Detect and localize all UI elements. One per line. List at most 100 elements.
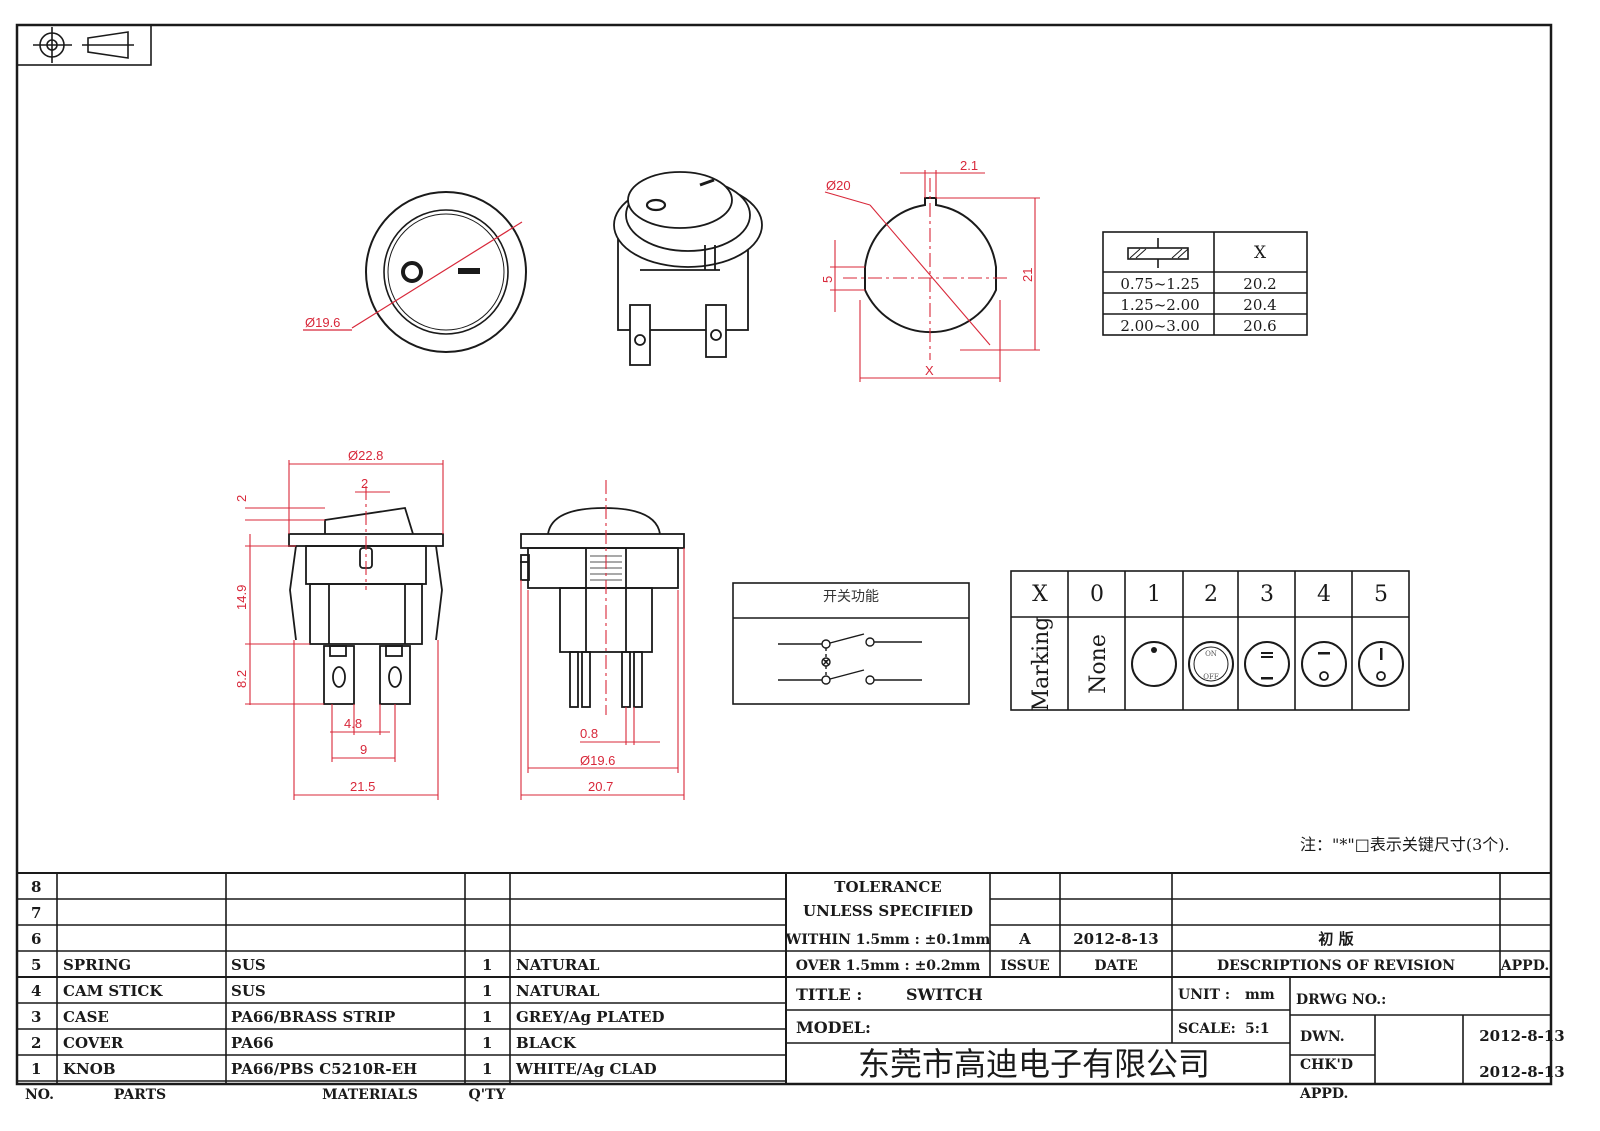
tolerance-block: TOLERANCE UNLESS SPECIFIED WITHIN 1.5mm … (785, 878, 991, 974)
revision-block: A 2012-8-13 初 版 ISSUE DATE DESCRIPTIONS … (1000, 930, 1549, 974)
bom-no: 8 (31, 878, 41, 896)
bom-header-parts: PARTS (114, 1087, 166, 1103)
top-view: Ø19.6 (303, 191, 527, 353)
marking-col-5: 5 (1374, 582, 1388, 607)
model-label: MODEL: (796, 1018, 871, 1037)
unit-value: mm (1245, 987, 1275, 1003)
thickness-x-header: X (1254, 243, 1267, 263)
mark-off-text: OFF (1203, 673, 1219, 681)
panel-thickness-table: X 0.75~1.25 20.2 1.25~2.00 20.4 2.00~3.0… (1102, 231, 1308, 336)
tolerance-line-4: OVER 1.5mm : ±0.2mm (796, 958, 981, 974)
marking-col-2: 2 (1204, 582, 1218, 607)
title-block: TITLE : SWITCH UNIT : mm DRWG NO.: MODEL… (796, 985, 1565, 1102)
revision-date-label: DATE (1094, 958, 1137, 974)
tolerance-line-3: WITHIN 1.5mm : ±0.1mm (785, 932, 991, 948)
bom-table: 8 7 6 5 SPRING SUS 1 NATURAL 4 CAM STICK… (25, 878, 665, 1103)
bom-finish: NATURAL (516, 956, 600, 974)
dim-top-knob-dia: Ø19.6 (305, 315, 340, 330)
marking-row-label: Marking (1029, 617, 1054, 712)
bom-no: 3 (31, 1008, 41, 1026)
thickness-x-2: 20.4 (1243, 296, 1276, 314)
thickness-range-3: 2.00~3.00 (1120, 317, 1199, 335)
bom-qty: 1 (482, 956, 492, 974)
bom-no: 1 (31, 1060, 41, 1078)
bom-finish: WHITE/Ag CLAD (515, 1060, 657, 1078)
dim-profile-dia: Ø20 (826, 178, 851, 193)
bom-no: 4 (31, 982, 41, 1000)
bom-no: 6 (31, 930, 41, 948)
title-label: TITLE : (796, 985, 862, 1004)
bom-material: PA66/BRASS STRIP (231, 1008, 395, 1026)
revision-description: 初 版 (1318, 930, 1353, 948)
bom-material: SUS (231, 982, 266, 1000)
bom-header-materials: MATERIALS (322, 1087, 418, 1103)
dwn-date: 2012-8-13 (1479, 1027, 1565, 1045)
dim-profile-height: 21 (1020, 268, 1035, 282)
unit-label: UNIT : (1178, 987, 1230, 1003)
dim-profile-tab: 2.1 (960, 158, 978, 173)
dim-front-width: 21.5 (350, 779, 375, 794)
bom-no: 2 (31, 1034, 41, 1052)
thickness-x-3: 20.6 (1243, 317, 1276, 335)
key-dimension-note: 注："*"□表示关键尺寸(3个). (1300, 835, 1510, 854)
dim-side-dia: Ø19.6 (580, 753, 615, 768)
switch-function-diagram: 开关功能 (732, 582, 970, 705)
bom-material: SUS (231, 956, 266, 974)
marking-col-0: 0 (1090, 582, 1104, 607)
thickness-x-1: 20.2 (1243, 275, 1276, 293)
dim-front-knob-w: 2 (361, 476, 368, 491)
bom-header-qty: Q'TY (469, 1087, 507, 1103)
bom-material: PA66/PBS C5210R-EH (231, 1060, 417, 1078)
dim-front-dia: Ø22.8 (348, 448, 383, 463)
sheet-border (15, 23, 1553, 1086)
title-value: SWITCH (906, 985, 983, 1004)
bom-qty: 1 (482, 1060, 492, 1078)
mark-symbol-2 (1188, 641, 1234, 687)
mark-symbol-4 (1301, 641, 1347, 687)
chkd-label: CHK'D (1300, 1057, 1353, 1073)
tolerance-line-2: UNLESS SPECIFIED (803, 902, 973, 920)
front-view: Ø22.8 2 2 14.9 8.2 4.8 9 21.5 (234, 448, 444, 800)
bom-qty: 1 (482, 1008, 492, 1026)
dim-side-pin: 0.8 (580, 726, 598, 741)
drwg-no-label: DRWG NO.: (1296, 992, 1386, 1008)
bom-part: SPRING (63, 956, 131, 974)
scale-value: 5:1 (1245, 1021, 1270, 1037)
revision-date: 2012-8-13 (1073, 930, 1159, 948)
dim-front-term-pitch: 9 (360, 742, 367, 757)
projection-symbol (16, 24, 152, 66)
marking-x-label: X (1032, 582, 1048, 607)
mark-on-text: ON (1205, 650, 1217, 658)
bom-part: COVER (63, 1034, 124, 1052)
bom-part: CAM STICK (63, 982, 163, 1000)
revision-desc-label: DESCRIPTIONS OF REVISION (1217, 958, 1455, 974)
mark-symbol-1 (1131, 641, 1177, 687)
marking-col-4: 4 (1317, 582, 1331, 607)
dim-front-term-h: 8.2 (234, 670, 249, 688)
tolerance-line-1: TOLERANCE (834, 878, 941, 896)
thickness-range-2: 1.25~2.00 (1120, 296, 1199, 314)
bom-part: KNOB (63, 1060, 116, 1078)
bom-header: PARTS MATERIALS Q'TY (114, 1087, 507, 1103)
dim-front-knob-h: 2 (234, 495, 249, 502)
bom-part: CASE (63, 1008, 109, 1026)
company-name: 东莞市高迪电子有限公司 (858, 1045, 1210, 1083)
mark-symbol-3 (1244, 641, 1290, 687)
marking-col-1: 1 (1147, 582, 1161, 607)
dim-front-term-w: 4.8 (344, 716, 362, 731)
dim-front-body-h: 14.9 (234, 585, 249, 610)
bom-qty: 1 (482, 982, 492, 1000)
panel-cutout-profile: Ø20 2.1 5 21 X (820, 158, 1040, 382)
thickness-range-1: 0.75~1.25 (1120, 275, 1199, 293)
bom-no: 5 (31, 956, 41, 974)
mark-symbol-5 (1358, 641, 1404, 687)
dim-profile-flat: 5 (820, 276, 835, 283)
bom-no: 7 (31, 904, 41, 922)
side-view: 0.8 Ø19.6 20.7 (520, 480, 685, 800)
revision-appd-label: APPD. (1500, 958, 1549, 974)
bom-finish: NATURAL (516, 982, 600, 1000)
marking-none-label: None (1086, 634, 1111, 694)
revision-issue-label: ISSUE (1000, 958, 1049, 974)
marking-table: X 0 1 2 3 4 5 Marking None O (1010, 570, 1410, 712)
